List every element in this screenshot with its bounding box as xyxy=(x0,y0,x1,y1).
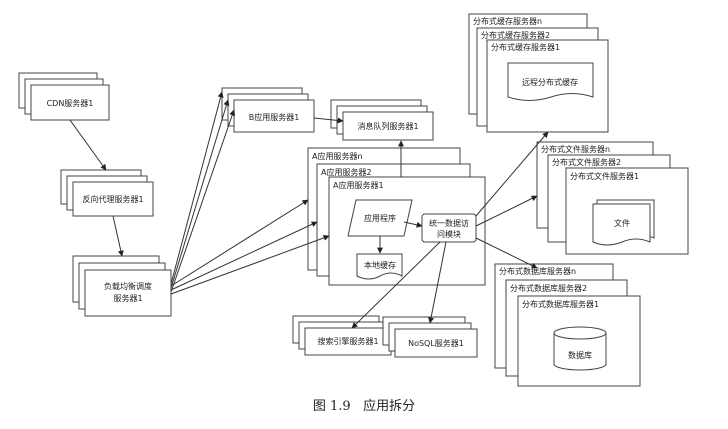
file-server-n-label: 分布式文件服务器n xyxy=(541,144,610,154)
load-balancer-label-line1: 负载均衡调度 xyxy=(104,281,152,291)
edge-lb-to-b-app-1 xyxy=(170,91,224,285)
unified-data-access-label-line1: 统一数据访 xyxy=(429,218,469,228)
message-queue-stack: 消息队列服务器1 xyxy=(330,99,434,141)
remote-cache-shape xyxy=(507,62,594,101)
reverse-proxy-label: 反向代理服务器1 xyxy=(82,194,143,204)
a-app-server-n-label: A应用服务器n xyxy=(312,151,363,161)
message-queue-card xyxy=(342,111,434,141)
file-doc-shape xyxy=(592,203,651,246)
edge-uda-to-cache xyxy=(475,131,549,217)
search-engine-card xyxy=(304,327,392,356)
a-app-server-stack: A应用服务器n A应用服务器2 A应用服务器1 应用程序 本地缓存 统一数据访 … xyxy=(307,147,486,286)
figure-title: 应用拆分 xyxy=(363,399,416,414)
edge-lb-to-a-app-2 xyxy=(170,221,318,291)
nosql-server-card xyxy=(394,328,478,358)
cache-server-n-label: 分布式缓存服务器n xyxy=(473,16,542,26)
edge-b-app-to-mq xyxy=(313,117,344,124)
edge-uda-to-file xyxy=(475,195,538,227)
edge-cdn-to-proxy xyxy=(69,119,107,171)
edges xyxy=(69,91,549,329)
cdn-server-card xyxy=(30,84,110,121)
search-engine-stack: 搜索引擎服务器1 xyxy=(292,315,392,356)
nosql-server-label: NoSQL服务器1 xyxy=(408,338,464,348)
a-app-server-1-label: A应用服务器1 xyxy=(333,180,384,190)
message-queue-label: 消息队列服务器1 xyxy=(357,121,418,131)
load-balancer-stack: 负载均衡调度 服务器1 xyxy=(72,255,172,317)
search-engine-label: 搜索引擎服务器1 xyxy=(317,336,378,346)
figure-caption: 图 1.9 应用拆分 xyxy=(0,395,728,414)
figure-number: 图 1.9 xyxy=(312,399,351,414)
cdn-server-stack: CDN服务器1 xyxy=(18,72,110,121)
unified-data-access-label-line2: 问模块 xyxy=(437,229,461,239)
db-server-n-label: 分布式数据库服务器n xyxy=(499,266,576,276)
b-app-server-stack: B应用服务器1 xyxy=(221,87,315,133)
app-program-shape xyxy=(347,199,413,237)
cdn-server-label: CDN服务器1 xyxy=(47,98,94,108)
file-server-1-label: 分布式文件服务器1 xyxy=(570,171,639,181)
edge-uda-to-nosql xyxy=(428,241,447,324)
distributed-database-stack: 分布式数据库服务器n 分布式数据库服务器2 分布式数据库服务器1 数据库 xyxy=(494,263,641,387)
edge-uda-to-search xyxy=(351,241,441,329)
file-server-2-label: 分布式文件服务器2 xyxy=(552,157,621,167)
cache-server-1-label: 分布式缓存服务器1 xyxy=(491,42,560,52)
local-cache-shape xyxy=(356,253,403,280)
load-balancer-card xyxy=(84,269,172,317)
edge-lb-to-a-app-n xyxy=(170,199,309,287)
file-doc-label: 文件 xyxy=(614,218,630,228)
reverse-proxy-stack: 反向代理服务器1 xyxy=(60,169,154,217)
reverse-proxy-card xyxy=(72,181,154,217)
database-label: 数据库 xyxy=(568,350,592,360)
edge-lb-to-b-app-3 xyxy=(170,109,236,293)
distributed-cache-stack: 分布式缓存服务器n 分布式缓存服务器2 分布式缓存服务器1 远程分布式缓存 xyxy=(468,13,609,133)
cache-server-2-label: 分布式缓存服务器2 xyxy=(481,30,550,40)
b-app-server-label: B应用服务器1 xyxy=(249,112,300,122)
distributed-file-stack: 分布式文件服务器n 分布式文件服务器2 分布式文件服务器1 文件 xyxy=(536,141,689,255)
edge-lb-to-b-app-2 xyxy=(170,99,230,289)
b-app-server-card xyxy=(233,99,315,133)
edge-app-to-uda xyxy=(403,221,423,228)
app-program-label: 应用程序 xyxy=(364,213,396,223)
db-server-1-label: 分布式数据库服务器1 xyxy=(522,299,599,309)
local-cache-label: 本地缓存 xyxy=(364,260,396,270)
edge-proxy-to-lb xyxy=(112,215,124,257)
edge-uda-to-db xyxy=(475,237,538,269)
a-app-server-2-label: A应用服务器2 xyxy=(321,167,372,177)
database-cylinder-icon xyxy=(553,326,607,371)
db-server-2-label: 分布式数据库服务器2 xyxy=(510,283,587,293)
load-balancer-label-line2: 服务器1 xyxy=(113,293,142,303)
edge-lb-to-a-app-1 xyxy=(170,235,330,295)
remote-cache-label: 远程分布式缓存 xyxy=(522,77,578,87)
unified-data-access-module xyxy=(421,213,477,243)
